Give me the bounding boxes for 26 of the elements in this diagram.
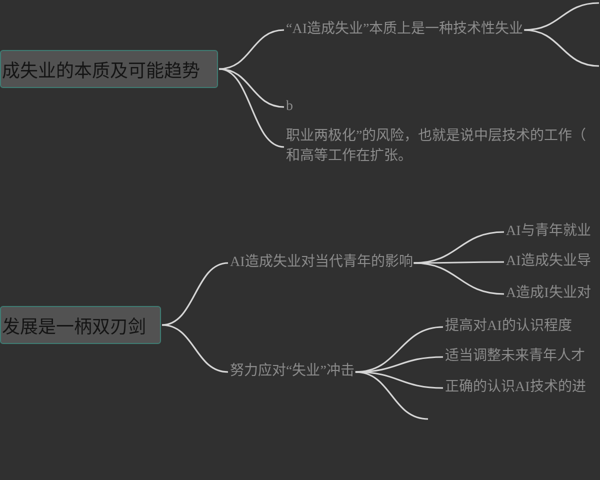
- connector-line: [355, 371, 428, 420]
- connector-line: [524, 2, 600, 31]
- branch-text: AI造成失业导: [506, 252, 591, 272]
- connector-line: [414, 262, 504, 295]
- topic-box: [0, 306, 161, 344]
- branch-text: 努力应对“失业”冲击: [230, 362, 354, 382]
- connector-line: [218, 68, 284, 148]
- branch-text: 正确的认识AI技术的进: [445, 378, 586, 398]
- topic-box: [0, 50, 218, 88]
- connector-line: [524, 29, 600, 67]
- connector-line: [162, 262, 228, 326]
- branch-text: AI造成失业对当代青年的影响: [230, 253, 413, 273]
- connector-line: [414, 261, 504, 264]
- branch-text: A造成I失业对: [506, 284, 591, 304]
- connector-line: [162, 324, 228, 373]
- topic-label: 成失业的本质及可能趋势: [2, 60, 200, 82]
- branch-text: 适当调整未来青年人才: [445, 347, 585, 367]
- branch-text: “AI造成失业”本质上是一种技术性失业: [286, 20, 524, 40]
- branch-text: b: [286, 97, 293, 117]
- branch-text: 提高对AI的认识程度: [445, 317, 572, 337]
- connector-line: [355, 356, 444, 373]
- branch-text: 职业两极化”的风险，也就是说中层技术的工作（和高等工作在扩张。: [286, 127, 596, 167]
- connector-line: [355, 371, 444, 389]
- topic-label: 发展是一柄双刃剑: [2, 316, 146, 338]
- branch-text: AI与青年就业: [506, 222, 591, 242]
- connector-line: [218, 29, 284, 70]
